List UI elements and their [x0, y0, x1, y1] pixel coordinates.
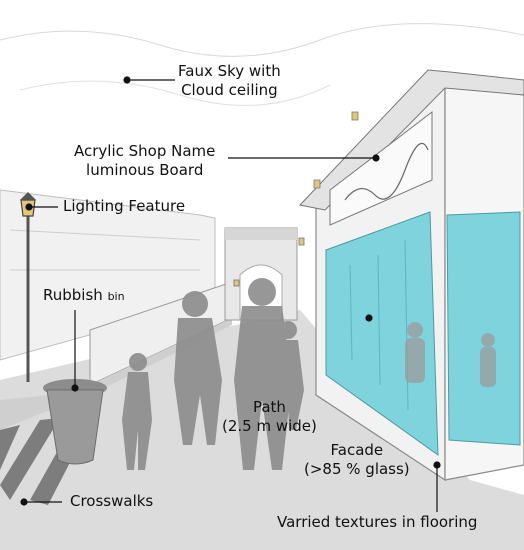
leader-lines [20, 76, 441, 512]
label-rubbish-main: Rubbish [43, 286, 103, 304]
shop-name-board [329, 110, 433, 226]
label-faux-sky: Faux Sky with Cloud ceiling [178, 62, 281, 100]
gateway-cornice [225, 228, 297, 240]
glass-facade-side [325, 211, 439, 456]
cloud-sketch-2 [19, 80, 331, 106]
label-shop-name-line1: Acrylic Shop Name [74, 142, 216, 160]
label-flooring: Varried textures in flooring [277, 513, 478, 531]
label-facade-line1: Facade [330, 441, 384, 459]
label-faux-sky-line1: Faux Sky with [178, 62, 281, 80]
cloud-sketch [0, 23, 524, 57]
crosswalk-stripe-2 [0, 418, 60, 500]
label-shop-name-line2: luminous Board [86, 161, 204, 179]
label-rubbish-suffix: bin [107, 290, 125, 303]
label-rubbish-bin: Rubbish bin [43, 286, 125, 306]
label-faux-sky-line2: Cloud ceiling [181, 81, 278, 99]
label-lighting-feature: Lighting Feature [63, 197, 186, 215]
crosswalk-stripe-1 [0, 425, 20, 470]
label-shop-name: Acrylic Shop Name luminous Board [74, 142, 215, 180]
label-path-line1: Path [252, 398, 286, 416]
label-crosswalks: Crosswalks [70, 492, 154, 510]
label-path: Path (2.5 m wide) [222, 398, 317, 436]
figures-in-shop [405, 322, 496, 387]
label-path-line2: (2.5 m wide) [222, 417, 317, 435]
glass-facade-front [446, 211, 521, 446]
left-building-lines [9, 229, 201, 271]
street-lamp-cap [20, 192, 36, 200]
label-facade: Facade (>85 % glass) [304, 441, 410, 479]
shop-name-lettering [344, 142, 429, 201]
label-facade-line2: (>85 % glass) [304, 460, 410, 478]
wall-lamps [233, 111, 359, 287]
rubbish-bin-body [46, 389, 104, 465]
people-on-path [122, 278, 304, 470]
